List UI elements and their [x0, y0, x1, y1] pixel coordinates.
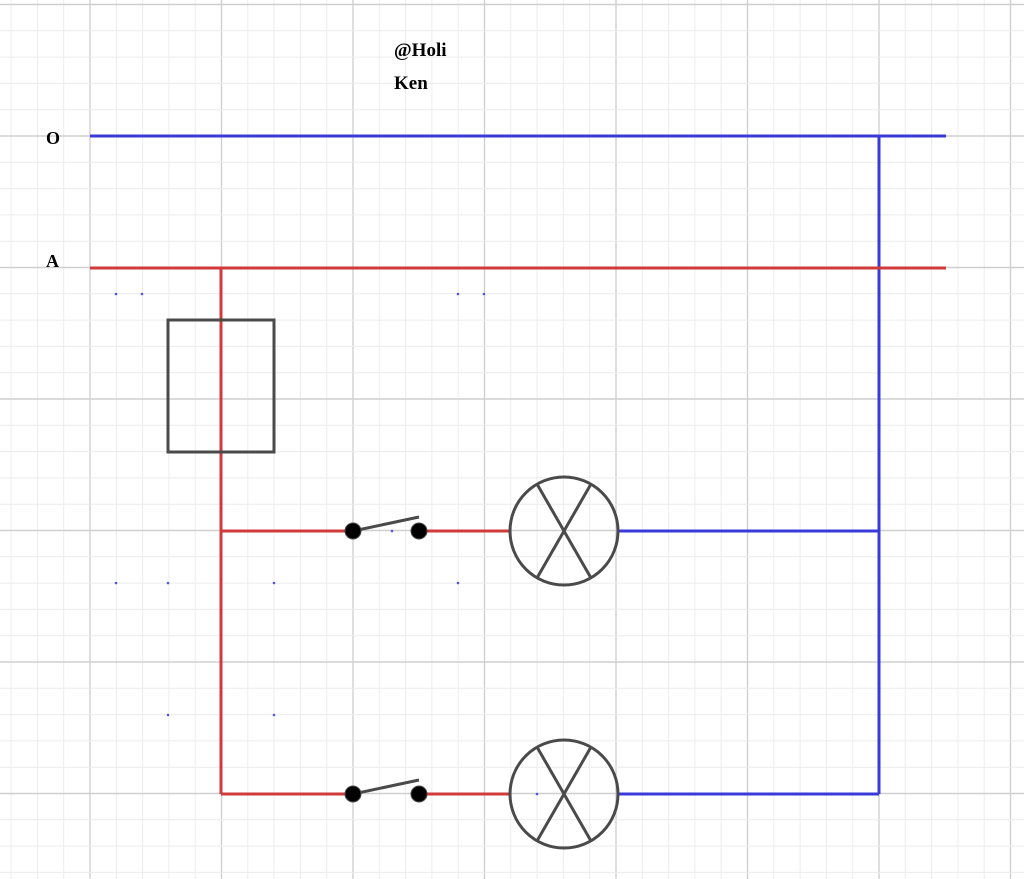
guide-dot [140, 292, 144, 296]
watermark-line-1: @Holi [394, 40, 447, 61]
switch-1-terminal-right [410, 522, 428, 540]
guide-dot [456, 581, 460, 585]
switch-1-terminal-left [344, 522, 362, 540]
guide-dot [166, 713, 170, 717]
neutral-rail-label: O [46, 128, 60, 148]
watermark-line-2: Ken [394, 73, 428, 94]
guide-dot [390, 529, 394, 533]
guide-dot [272, 713, 276, 717]
switch-2-lever [352, 778, 420, 796]
guide-dot [482, 292, 486, 296]
guide-dots [114, 292, 539, 796]
lamp-1-bulb [508, 475, 620, 587]
live-wiring [90, 266, 946, 796]
fuse-box [166, 318, 276, 454]
lamp-2 [508, 738, 620, 850]
switch-2 [344, 778, 428, 803]
switch-1-lever [352, 515, 420, 533]
switch-2-terminal-left [344, 785, 362, 803]
live-rail-label: A [46, 251, 59, 271]
lamp-2-cross-b [535, 746, 593, 842]
guide-dot [456, 292, 460, 296]
lamp-1-cross-b [535, 483, 593, 579]
guide-dot [114, 292, 118, 296]
switch-2-terminal-right [410, 785, 428, 803]
lamp-2-bulb [508, 738, 620, 850]
switch-1 [344, 515, 428, 540]
lamp-1 [508, 475, 620, 587]
guide-dot [535, 792, 539, 796]
guide-dot [166, 581, 170, 585]
guide-dot [114, 581, 118, 585]
guide-dot [272, 581, 276, 585]
neutral-wiring [90, 134, 946, 796]
